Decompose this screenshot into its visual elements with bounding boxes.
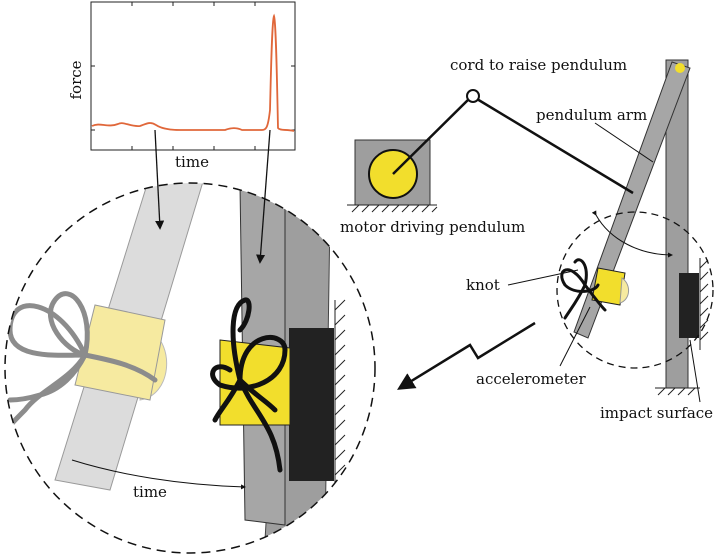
knot-label: knot (466, 276, 500, 294)
impact-pad (289, 328, 334, 481)
plot-xlabel: time (175, 153, 209, 171)
knot-at-impact (210, 297, 288, 473)
wall-hatching (334, 299, 346, 490)
impact-label: impact surface (600, 404, 713, 422)
arm-label: pendulum arm (536, 106, 647, 124)
plot-arrow-baseline (154, 129, 165, 230)
motor-label: motor driving pendulum (340, 218, 525, 236)
accelerometer-label: accelerometer (476, 370, 587, 388)
plot-arrow-peak (256, 129, 271, 264)
knot-small (560, 258, 607, 320)
cord-label: cord to raise pendulum (450, 56, 627, 74)
accelerometer-small-dome (619, 277, 629, 304)
pillar-base (655, 387, 700, 396)
zoom-circle (4, 182, 376, 554)
zoom-view: time (4, 182, 376, 554)
apparatus-schematic: motor driving pendulum cord to raise pen… (340, 56, 714, 422)
knot-before (5, 291, 158, 443)
impact-leader (689, 339, 701, 403)
time-arrow (71, 459, 246, 490)
accelerometer-leader (559, 306, 591, 367)
accelerometer-before (74, 304, 166, 401)
arm-leader (594, 122, 654, 163)
impact-pad-small (679, 273, 699, 338)
time-arrow-label: time (133, 483, 167, 501)
motor-base (347, 204, 438, 213)
force-plot: force time (67, 1, 296, 171)
swing-arrow (591, 210, 673, 258)
zoom-link-arrow (397, 321, 536, 390)
knot-leader (507, 269, 579, 286)
pivot-dot (675, 63, 685, 73)
pulley (466, 89, 480, 103)
wall-hatching-small (699, 258, 709, 350)
accelerometer-at-impact (219, 339, 291, 426)
force-trace (91, 13, 295, 132)
plot-ticks (91, 2, 295, 150)
plot-ylabel: force (67, 60, 85, 99)
plot-frame (90, 1, 296, 151)
